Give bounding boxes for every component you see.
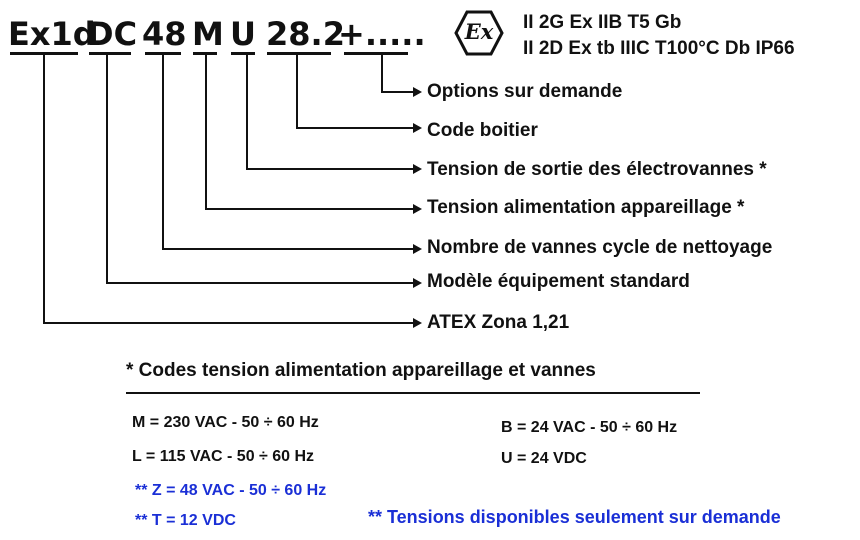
label-supply-voltage: Tension alimentation appareillage * (427, 197, 745, 218)
label-standard-model: Modèle équipement standard (427, 271, 690, 292)
code-underline (344, 52, 408, 55)
arrow-head (413, 244, 422, 254)
label-options: Options sur demande (427, 81, 623, 102)
arrow-head (413, 123, 422, 133)
code-underline (10, 52, 78, 55)
special-voltage-footnote: ** Tensions disponibles seulement sur de… (368, 507, 781, 527)
label-output-voltage: Tension de sortie des électrovannes * (427, 159, 767, 180)
connector-valves (162, 55, 413, 250)
arrow-head (413, 204, 422, 214)
voltage-code-u: U = 24 VDC (501, 450, 587, 467)
connector-model (106, 55, 413, 284)
code-underline (89, 52, 131, 55)
voltage-code-b: B = 24 VAC - 50 ÷ 60 Hz (501, 419, 678, 436)
notes-title: * Codes tension alimentation appareillag… (126, 360, 596, 381)
atex-dust-marking: II 2D Ex tb IIIC T100°C Db IP66 (523, 38, 795, 59)
voltage-code-l: L = 115 VAC - 50 ÷ 60 Hz (132, 448, 315, 465)
atex-ex-logo: Ex (454, 10, 504, 56)
voltage-code-z: ** Z = 48 VAC - 50 ÷ 60 Hz (135, 482, 327, 499)
code-underline (193, 52, 217, 55)
notes-divider (126, 392, 700, 394)
label-atex-zone: ATEX Zona 1,21 (427, 312, 570, 333)
code-underline (231, 52, 255, 55)
connector-options (381, 55, 413, 93)
arrow-head (413, 318, 422, 328)
code-part-output-voltage: U (230, 15, 256, 53)
code-underline (145, 52, 181, 55)
code-part-model: DC (87, 15, 138, 53)
connector-output-voltage (246, 55, 413, 170)
arrow-head (413, 87, 422, 97)
voltage-code-t: ** T = 12 VDC (135, 512, 236, 529)
atex-ex-symbol: Ex (464, 19, 494, 44)
atex-gas-marking: II 2G Ex IIB T5 Gb (523, 12, 682, 33)
code-underline (267, 52, 331, 55)
voltage-code-m: M = 230 VAC - 50 ÷ 60 Hz (132, 414, 319, 431)
label-housing-code: Code boitier (427, 120, 538, 141)
code-part-valves: 48 (142, 15, 187, 53)
arrow-head (413, 278, 422, 288)
connector-atex (43, 55, 413, 324)
connector-supply-voltage (205, 55, 413, 210)
code-part-housing: 28.2 (266, 15, 345, 53)
label-valve-count: Nombre de vannes cycle de nettoyage (427, 237, 773, 258)
arrow-head (413, 164, 422, 174)
connector-housing (296, 55, 413, 129)
